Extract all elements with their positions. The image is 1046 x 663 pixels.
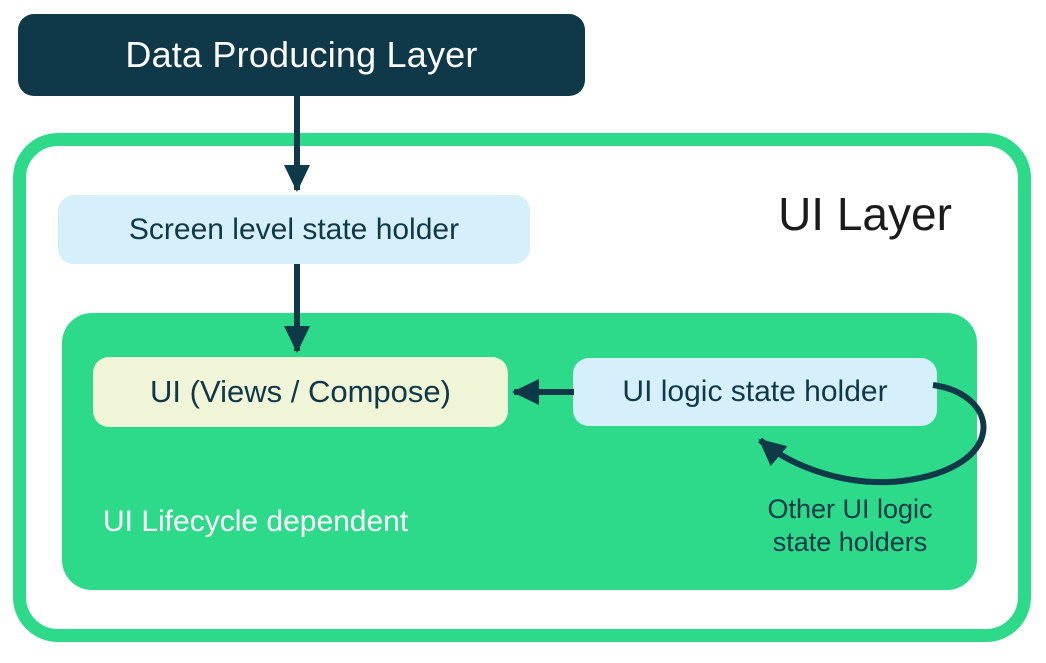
ui-views-compose-box: UI (Views / Compose) bbox=[93, 357, 508, 427]
ui-lifecycle-dependent-label: UI Lifecycle dependent bbox=[103, 505, 409, 538]
screen-state-holder-box: Screen level state holder bbox=[58, 195, 530, 264]
ui-logic-state-holder-box: UI logic state holder bbox=[573, 358, 937, 426]
other-ui-logic-label: Other UI logic state holders bbox=[735, 493, 965, 559]
other-ui-logic-line2: state holders bbox=[772, 526, 928, 557]
data-producing-layer-box: Data Producing Layer bbox=[18, 14, 585, 96]
other-ui-logic-line1: Other UI logic bbox=[767, 494, 933, 524]
ui-layer-title: UI Layer bbox=[778, 188, 952, 240]
